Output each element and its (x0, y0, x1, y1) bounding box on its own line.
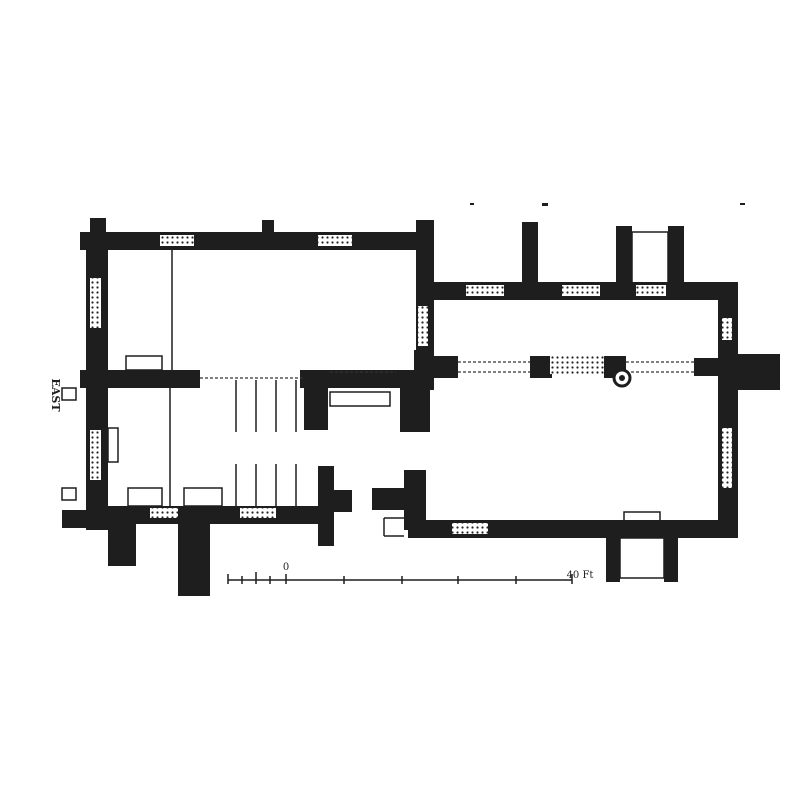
chancel-windows (90, 235, 352, 518)
scale-zero-label: 0 (283, 562, 289, 573)
scale-bar: 0 40 Ft (227, 562, 594, 584)
east-label: EAST (49, 378, 62, 412)
chancel-fittings (107, 250, 396, 507)
nave-windows (452, 285, 732, 534)
scale-end-label: 40 Ft (567, 570, 594, 581)
east-label-text: EAST (49, 378, 62, 412)
east-chancel-block (62, 218, 434, 596)
crossing-piers (372, 240, 434, 537)
font (612, 368, 632, 388)
